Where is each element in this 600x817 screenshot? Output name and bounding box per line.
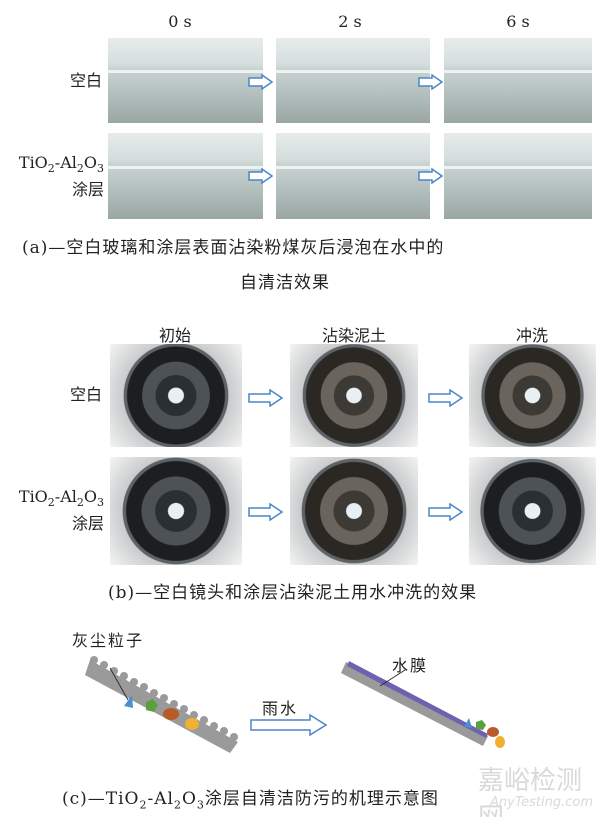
photo-lens-coating-initial xyxy=(110,457,242,565)
pointer-line xyxy=(109,667,129,701)
photo-lens-blank-dirty xyxy=(290,344,418,447)
dust-particle-label: 灰尘粒子 xyxy=(72,631,145,650)
watermark-cn: 嘉峪检测网 xyxy=(478,766,583,817)
caption-a-line2: 自清洁效果 xyxy=(240,273,330,293)
photo-lens-blank-initial xyxy=(110,344,242,447)
photo-blank-0s xyxy=(108,38,263,123)
dust-round-brown xyxy=(163,708,179,720)
arrow-icon xyxy=(248,168,274,184)
watermark-en: AnyTesting.com xyxy=(490,795,594,810)
pointer-line xyxy=(379,669,406,687)
row-label-blank-a: 空白 xyxy=(69,71,102,90)
arrow-icon xyxy=(248,389,284,407)
dust-pentagon xyxy=(146,699,158,712)
arrow-icon xyxy=(428,503,464,521)
water-film xyxy=(347,661,488,738)
rain-label: 雨水 xyxy=(262,699,299,718)
photo-coating-6s xyxy=(444,133,592,219)
photo-blank-6s xyxy=(444,38,592,123)
time-label-2: 2 s xyxy=(338,12,362,31)
arrow-icon xyxy=(248,74,274,90)
dust-round-brown xyxy=(487,727,499,737)
arrow-icon xyxy=(418,168,444,184)
photo-lens-coating-rinsed xyxy=(469,457,596,565)
dust-pentagon xyxy=(476,720,486,730)
stage-label-rinse: 冲洗 xyxy=(515,326,548,345)
rough-substrate xyxy=(85,656,238,753)
row-label-blank-b: 空白 xyxy=(69,385,102,404)
stage-label-dirty: 沾染泥土 xyxy=(321,326,386,345)
dust-triangle xyxy=(464,718,472,728)
photo-lens-blank-rinsed xyxy=(469,344,596,447)
caption-c: (c)—TiO2-Al2O3涂层自清洁防污的机理示意图 xyxy=(62,789,439,812)
mechanism-diagram xyxy=(85,656,505,753)
arrow-icon xyxy=(428,389,464,407)
arrow-icon xyxy=(248,503,284,521)
photo-blank-2s xyxy=(276,38,430,123)
dust-round-yellow xyxy=(495,736,505,748)
stage-label-initial: 初始 xyxy=(158,326,191,345)
caption-b: (b)—空白镜头和涂层沾染泥土用水冲洗的效果 xyxy=(108,583,478,603)
water-film-label: 水膜 xyxy=(392,656,429,675)
photo-coating-2s xyxy=(276,133,430,219)
time-label-0: 0 s xyxy=(168,12,192,31)
photo-coating-0s xyxy=(108,133,263,219)
rain-arrow-icon xyxy=(250,714,328,736)
smooth-substrate xyxy=(341,662,488,746)
time-label-6: 6 s xyxy=(506,12,530,31)
caption-a-line1: (a)—空白玻璃和涂层表面沾染粉煤灰后浸泡在水中的 xyxy=(22,238,445,258)
photo-lens-coating-dirty xyxy=(290,457,418,565)
arrow-icon xyxy=(418,74,444,90)
dust-round-yellow xyxy=(185,718,199,730)
dust-triangle xyxy=(124,695,133,708)
